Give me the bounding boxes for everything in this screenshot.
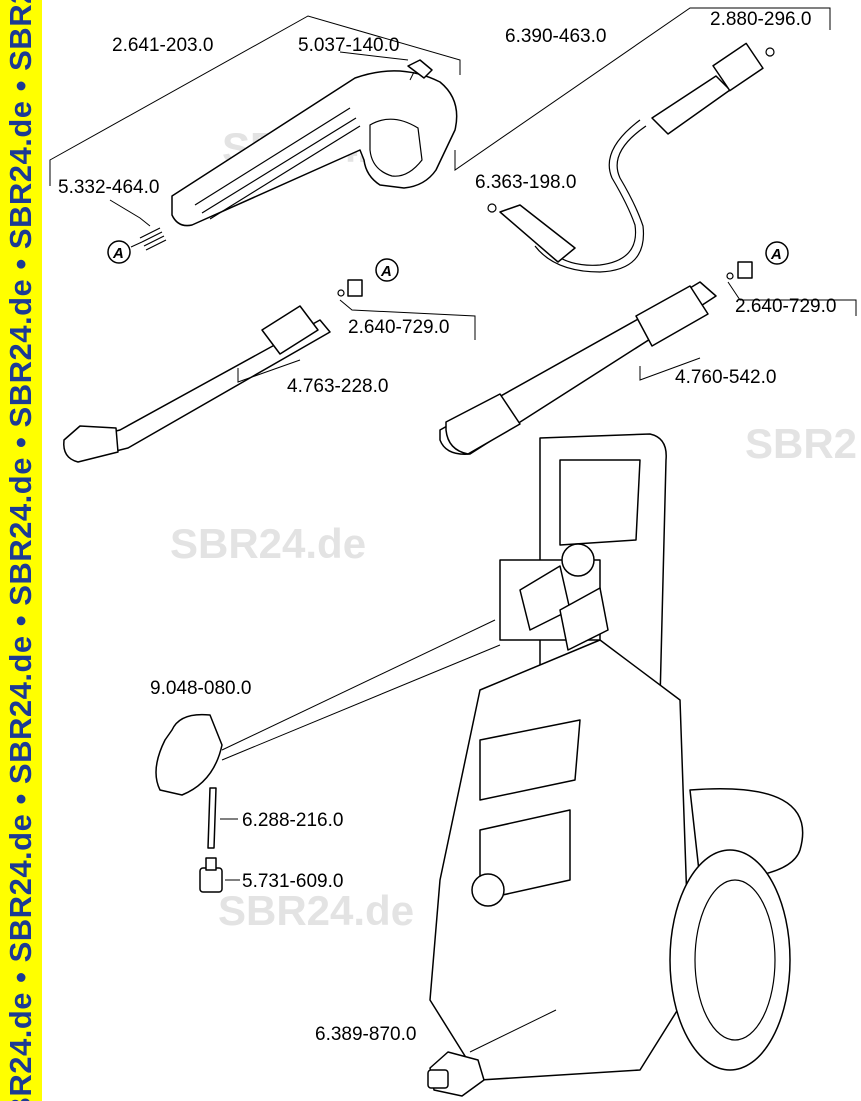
hose-assembly: 6.390-463.0 2.880-296.0 6.363-198.0 <box>454 7 831 273</box>
hose-oring-part <box>765 47 775 57</box>
vario-oring-part <box>726 272 734 280</box>
handle-cutout <box>559 459 641 546</box>
power-switch <box>471 873 505 907</box>
spring-part <box>139 227 167 251</box>
part-number-lance-oring: 2.640-729.0 <box>348 317 449 338</box>
part-number-small-oring: 6.363-198.0 <box>475 172 576 193</box>
part-number-trigger-lock: 5.037-140.0 <box>298 35 399 56</box>
vario-grip <box>635 285 709 347</box>
water-inlet-coupling: 6.389-870.0 <box>315 1009 557 1097</box>
hose-end-fitting <box>499 204 576 263</box>
trigger-gun-assembly: A 2.641-203.0 5.037-140.0 5.332-464.0 <box>49 15 461 264</box>
spray-gun-body <box>171 70 458 227</box>
part-number-nozzle: 5.731-609.0 <box>242 871 343 892</box>
watermark-text: SBR24.de <box>218 887 414 934</box>
vario-power-lance: A 2.640-729.0 4.760-542.0 <box>439 241 857 455</box>
part-number-dirt-blaster: 4.763-228.0 <box>287 376 388 397</box>
callout-circle <box>765 241 789 265</box>
trigger-lock-clip <box>407 59 433 79</box>
watermark-text: SBR24.de <box>170 520 366 567</box>
hose-line <box>539 119 641 266</box>
grille-upper <box>479 719 581 801</box>
wheel-outer <box>669 849 791 1071</box>
lance-oring-part <box>337 289 345 297</box>
gun-trigger <box>369 118 423 177</box>
wheel-inner <box>694 879 776 1041</box>
tube-part: 6.288-216.0 <box>207 787 343 849</box>
vario-nozzle-head <box>445 393 521 455</box>
part-number-tube: 6.288-216.0 <box>242 810 343 831</box>
part-number-hose-oring: 2.880-296.0 <box>710 9 811 30</box>
part-number-spring: 5.332-464.0 <box>58 177 159 198</box>
nozzle-part: 5.731-609.0 <box>199 857 343 893</box>
callout-circle <box>107 240 131 264</box>
lance-grip <box>261 305 319 355</box>
hose-nut <box>712 42 764 92</box>
part-number-vario-lance: 4.760-542.0 <box>675 367 776 388</box>
watermark-text: SBR2 <box>745 420 857 467</box>
hose-crimp-fitting <box>651 75 731 135</box>
dirt-blaster-lance: A 2.640-729.0 4.763-228.0 <box>63 258 476 463</box>
lance-connector <box>347 279 363 297</box>
callout-circle <box>375 258 399 282</box>
knob-right <box>559 587 609 651</box>
vario-connector <box>737 261 753 279</box>
part-number-vario-oring: 2.640-729.0 <box>735 296 836 317</box>
vertical-watermark-banner: SBR24.de • SBR24.de • SBR24.de • SBR24.d… <box>0 0 42 1101</box>
callout-letter: A <box>380 263 392 280</box>
part-number-knob-cap: 9.048-080.0 <box>150 678 251 699</box>
callout-letter: A <box>112 245 124 262</box>
small-oring-part <box>487 203 497 213</box>
part-number-coupling: 6.389-870.0 <box>315 1024 416 1045</box>
part-number-gun: 2.641-203.0 <box>112 35 213 56</box>
rotary-nozzle <box>63 425 119 463</box>
pressure-gauge <box>561 543 595 577</box>
knob-cap-part: 9.048-080.0 <box>150 678 251 796</box>
pressure-washer-unit <box>429 433 804 1081</box>
callout-letter: A <box>770 246 782 263</box>
part-number-hose: 6.390-463.0 <box>505 26 606 47</box>
